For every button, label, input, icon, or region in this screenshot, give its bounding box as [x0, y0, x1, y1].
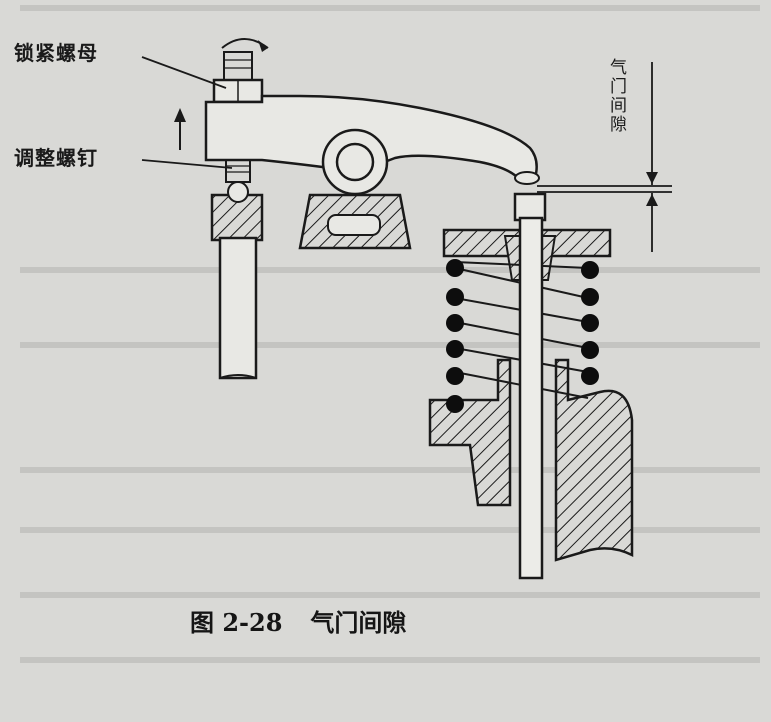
cylinder-head	[428, 358, 634, 562]
caption-title: 气门间隙	[310, 608, 407, 637]
adjust-screw	[225, 159, 251, 203]
label-valve-clearance: 气门间隙	[606, 58, 626, 134]
leader-lines	[141, 56, 233, 169]
rocker-arm	[204, 94, 540, 196]
rocker-support	[298, 193, 412, 250]
push-rod	[210, 193, 264, 380]
label-lock-nut: 锁紧螺母	[14, 41, 98, 65]
valve-stem	[513, 192, 547, 580]
background-bleed-lines	[20, 5, 760, 663]
figure-caption: 图 2-28 气门间隙	[190, 603, 406, 638]
caption-number: 图 2-28	[190, 608, 283, 637]
motion-arrow	[174, 108, 186, 150]
lock-nut	[212, 38, 269, 104]
clearance-dimension	[537, 62, 672, 252]
label-adjust-screw: 调整螺钉	[14, 146, 98, 170]
